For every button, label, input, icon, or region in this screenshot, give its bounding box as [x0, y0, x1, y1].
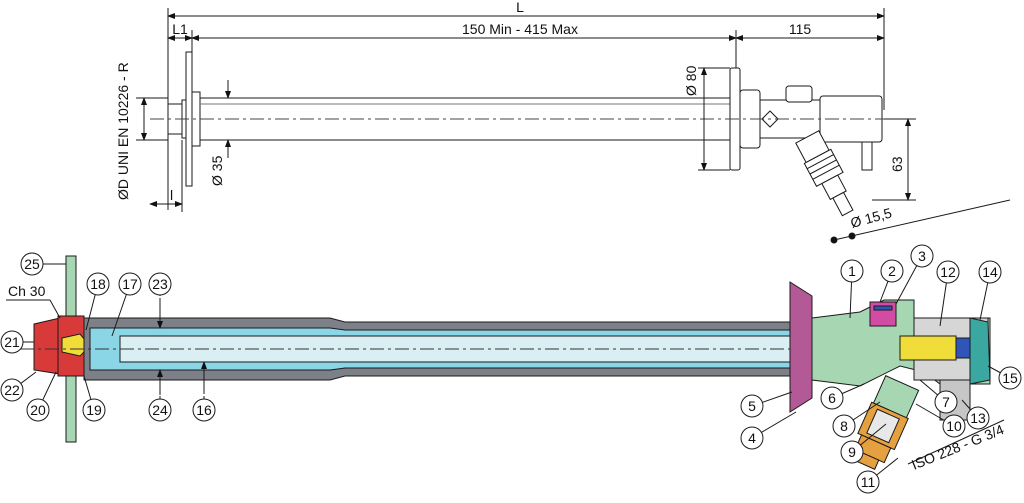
key-stem	[861, 141, 873, 171]
callout-label-6: 6	[828, 390, 836, 406]
callout-label-10: 10	[946, 418, 962, 434]
mechanism	[899, 335, 957, 361]
callout-label-7: 7	[942, 394, 950, 410]
spindle	[955, 337, 971, 359]
label-range: 150 Min - 415 Max	[462, 21, 578, 37]
callout-label-15: 15	[1002, 370, 1018, 386]
callout-circle-6	[820, 386, 844, 410]
callout-circle-13	[966, 406, 990, 430]
callout-circle-4	[740, 426, 764, 450]
label-l: l	[170, 187, 173, 203]
callout-circle-25	[20, 252, 44, 276]
top-view	[136, 8, 1011, 244]
callout-circle-23	[148, 272, 172, 296]
callout-label-16: 16	[196, 402, 212, 418]
callout-circle-11	[856, 470, 880, 494]
callout-circle-2	[880, 259, 904, 283]
callout-circle-24	[148, 398, 172, 422]
label-D15: Ø 15,5	[849, 205, 894, 231]
callout-circle-20	[26, 398, 50, 422]
callout-label-14: 14	[982, 264, 998, 280]
callout-label-22: 22	[4, 382, 20, 398]
callout-circle-7	[934, 390, 958, 414]
callout-circle-9	[840, 440, 864, 464]
callout-label-3: 3	[918, 248, 926, 264]
callout-label-9: 9	[848, 444, 856, 460]
callout-circle-22	[0, 378, 24, 402]
label-L1: L1	[172, 21, 188, 37]
label-L: L	[516, 0, 524, 15]
callout-label-21: 21	[4, 334, 20, 350]
callout-label-25: 25	[24, 256, 40, 272]
thread-fitting	[33, 317, 61, 375]
callout-label-12: 12	[940, 264, 956, 280]
callout-circle-10	[942, 414, 966, 438]
callout-label-20: 20	[30, 402, 46, 418]
callout-circle-17	[118, 272, 142, 296]
callout-circle-14	[978, 260, 1002, 284]
right-flange	[789, 281, 813, 413]
label-115: 115	[789, 21, 812, 37]
callout-label-5: 5	[748, 398, 756, 414]
callout-circle-8	[832, 414, 856, 438]
callout-circle-12	[936, 260, 960, 284]
callout-circle-18	[86, 272, 110, 296]
callout-label-8: 8	[840, 418, 848, 434]
label-D35: Ø 35	[209, 155, 225, 186]
callout-label-24: 24	[152, 402, 168, 418]
label-D80: Ø 80	[683, 65, 699, 96]
label-D-thread: ØD UNI EN 10226 - R	[115, 62, 131, 200]
end-cap	[969, 317, 991, 385]
callout-circle-19	[82, 398, 106, 422]
callout-circle-15	[998, 366, 1022, 390]
callout-circle-16	[192, 398, 216, 422]
callout-circle-5	[740, 394, 764, 418]
leader-D15	[833, 199, 1011, 241]
callout-label-2: 2	[888, 263, 896, 279]
callout-label-17: 17	[122, 276, 138, 292]
label-ch30: Ch 30	[8, 283, 46, 299]
callout-circle-1	[840, 259, 864, 283]
angled-outlet	[795, 130, 854, 217]
callout-label-18: 18	[90, 276, 106, 292]
callout-label-13: 13	[970, 410, 986, 426]
callout-label-1: 1	[848, 263, 856, 279]
callout-label-11: 11	[861, 474, 876, 490]
callout-label-23: 23	[152, 276, 168, 292]
callout-circle-21	[0, 330, 24, 354]
label-63: 63	[889, 156, 905, 172]
callout-label-4: 4	[748, 430, 756, 446]
callout-label-19: 19	[86, 402, 102, 418]
callout-circle-3	[910, 244, 934, 268]
top-cap	[785, 85, 813, 103]
thread-dim-line	[907, 419, 1005, 465]
section-view	[20, 255, 991, 470]
